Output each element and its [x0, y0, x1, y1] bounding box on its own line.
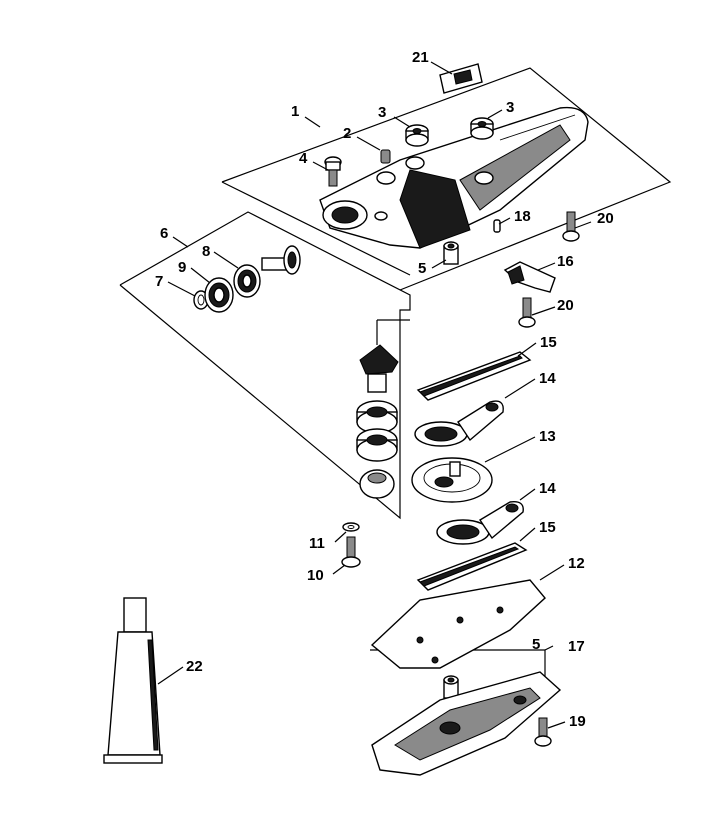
connecting-rod-14-bottom: [436, 501, 524, 545]
washer-11: [342, 522, 360, 532]
leader-lines: [157, 61, 592, 729]
callout-11: 11: [309, 535, 325, 552]
callout-22: 22: [186, 658, 203, 675]
callout-labels: 21 1 2 3 3 4 18 5 20 16 20 6 8 9 7 15 14…: [155, 49, 614, 730]
gear-cover-17: [371, 671, 562, 776]
callout-9: 9: [178, 259, 186, 276]
callout-15-bottom: 15: [539, 519, 556, 536]
screw-20-top: [562, 211, 580, 242]
callout-5-bottom: 5: [532, 636, 540, 653]
callout-4: 4: [299, 150, 308, 167]
screw-10: [341, 536, 361, 568]
callout-14-bottom: 14: [539, 480, 556, 497]
callout-14-top: 14: [539, 370, 556, 387]
spur-gear-13: [411, 457, 493, 503]
screw-20-bottom: [518, 297, 536, 328]
screw-19: [534, 717, 552, 747]
group-frame-1: [221, 67, 672, 291]
plug-right: [470, 117, 494, 140]
bearing-lower: [356, 428, 398, 462]
bearing-upper: [356, 400, 398, 434]
callout-1: 1: [291, 103, 299, 120]
connecting-rod-14-top: [414, 400, 504, 447]
needle-cage: [359, 469, 395, 499]
callout-7: 7: [155, 273, 163, 290]
sleeve-bottom: [443, 675, 459, 699]
group-frame-6: [119, 211, 411, 520]
callout-5-top: 5: [418, 260, 426, 277]
callout-8: 8: [202, 243, 210, 260]
callout-12: 12: [568, 555, 585, 572]
callout-20-bottom: 20: [557, 297, 574, 314]
gear-housing: [319, 106, 589, 249]
clip-16: [503, 261, 556, 293]
shim-15-top: [416, 351, 532, 401]
plug-left: [405, 124, 429, 147]
callout-18: 18: [514, 208, 531, 225]
sleeve-top: [443, 241, 459, 265]
callout-2: 2: [343, 125, 351, 142]
grease-tube-22: [103, 597, 163, 764]
bearing-8: [233, 264, 261, 298]
callout-3-left: 3: [378, 104, 386, 121]
callout-10: 10: [307, 567, 324, 584]
callout-19: 19: [569, 713, 586, 730]
bevel-gear: [359, 344, 399, 393]
shim-15-bottom: [416, 542, 528, 591]
gasket-12: [370, 579, 546, 669]
callout-3-right: 3: [506, 99, 514, 116]
callout-16: 16: [557, 253, 574, 270]
callout-6: 6: [160, 225, 168, 242]
callout-20-top: 20: [597, 210, 614, 227]
callout-13: 13: [539, 428, 556, 445]
callout-15-top: 15: [540, 334, 557, 351]
bevel-pinion-shaft: [261, 245, 301, 275]
label-plate: [439, 63, 483, 94]
set-screw: [380, 149, 391, 164]
bearing-9: [204, 277, 234, 313]
screw-4: [324, 156, 342, 187]
callout-17: 17: [568, 638, 585, 655]
callout-21: 21: [412, 49, 429, 66]
pin-18: [493, 219, 501, 233]
